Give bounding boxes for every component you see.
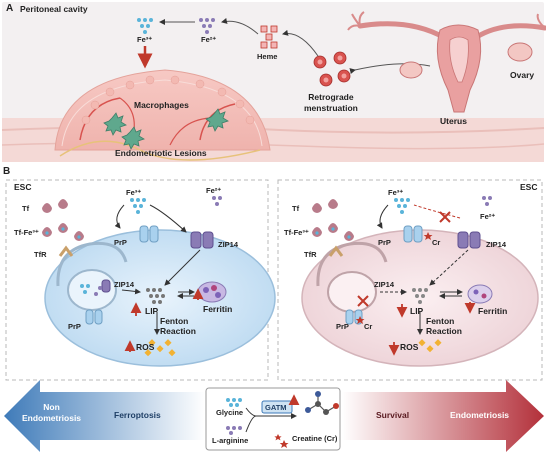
macrophages-label: Macrophages <box>134 100 189 110</box>
right-zip14-top-label: ZIP14 <box>486 240 507 249</box>
right-prp-top-label: PrP <box>378 238 391 247</box>
left-cell <box>42 196 276 367</box>
right-esc-label: ESC <box>520 182 538 192</box>
left-ros-label: ROS <box>136 342 155 352</box>
panel-a-letter: A <box>6 3 14 14</box>
creatine-label: Creatine (Cr) <box>292 434 338 443</box>
glycine-label: Glycine <box>216 408 244 417</box>
survival-label: Survival <box>376 410 410 420</box>
bottom-band <box>4 380 544 452</box>
right-cell <box>301 196 539 367</box>
right-tffe-label: Tf-Fe³⁺ <box>284 228 309 237</box>
left-tffe-label: Tf-Fe³⁺ <box>14 228 39 237</box>
left-fenton-label: Fenton Reaction <box>160 316 196 336</box>
retrograde-menstruation-label: Retrograde menstruation <box>304 92 358 113</box>
right-tfr-label: TfR <box>304 250 317 259</box>
gatm-label: GATM <box>265 403 287 412</box>
left-esc-label: ESC <box>14 182 32 192</box>
panel-a-fe3-label: Fe³⁺ <box>137 35 153 44</box>
left-lip-label: LIP <box>145 306 159 316</box>
uterus-label: Uterus <box>440 116 467 126</box>
l-arginine-label: L-arginine <box>212 436 249 445</box>
heme-label: Heme <box>257 52 278 61</box>
left-ferritin-label: Ferritin <box>203 304 233 314</box>
right-ros-label: ROS <box>400 342 419 352</box>
panel-b-right-frame <box>277 179 543 381</box>
endometriosis-label: Endometriosis <box>450 410 510 420</box>
right-fe3-label: Fe³⁺ <box>388 188 404 197</box>
left-fe2-label: Fe²⁺ <box>206 186 222 195</box>
left-zip14-inner-label: ZIP14 <box>114 280 135 289</box>
left-prp-bottom-label: PrP <box>68 322 81 331</box>
left-tf-label: Tf <box>22 204 30 213</box>
endometriotic-lesions-label: Endometriotic Lesions <box>115 148 207 158</box>
right-fenton-label: Fenton Reaction <box>426 316 462 336</box>
left-tfr-label: TfR <box>34 250 47 259</box>
endometriotic-lesion-dome <box>54 69 271 161</box>
left-zip14-top-label: ZIP14 <box>218 240 239 249</box>
non-endometriosis-label: Non Endometriosis <box>22 402 82 423</box>
ferroptosis-label: Ferroptosis <box>114 410 161 420</box>
left-prp-top-label: PrP <box>114 238 127 247</box>
macrophage-icons <box>103 108 229 150</box>
right-fe2-label: Fe²⁺ <box>480 212 496 221</box>
panel-a-fe2-label: Fe²⁺ <box>201 35 217 44</box>
panel-a-title: Peritoneal cavity <box>20 4 88 14</box>
uterus-illustration <box>347 11 546 113</box>
left-fe3-label: Fe³⁺ <box>126 188 142 197</box>
right-ferritin-label: Ferritin <box>478 306 508 316</box>
panel-b-letter: B <box>3 166 11 177</box>
right-cr-top-label: Cr <box>432 238 441 247</box>
right-tf-label: Tf <box>292 204 300 213</box>
right-lip-label: LIP <box>410 306 424 316</box>
panel-a-iron-clusters <box>137 17 431 87</box>
right-prp-bottom-label: PrP <box>336 322 349 331</box>
ovary-label: Ovary <box>510 70 535 80</box>
right-cr-bottom-label: Cr <box>364 322 373 331</box>
right-zip14-inner-label: ZIP14 <box>374 280 395 289</box>
heme-molecules <box>260 25 278 49</box>
